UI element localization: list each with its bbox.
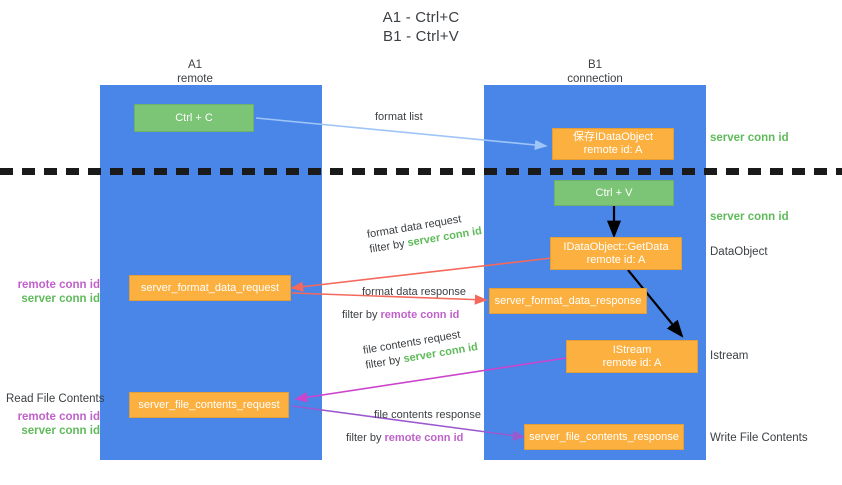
label-remote-conn-id-upper: remote conn id bbox=[17, 279, 100, 291]
lane-header-right: B1 connection bbox=[530, 58, 660, 86]
box-server-file-contents-request-label: server_file_contents_request bbox=[138, 398, 280, 411]
title-line-2: B1 - Ctrl+V bbox=[383, 28, 459, 45]
label-group-conn-id-lower: remote conn id server conn id bbox=[10, 410, 100, 438]
label-server-conn-id-top: server conn id bbox=[710, 132, 789, 144]
box-istream-line1: IStream bbox=[612, 343, 652, 356]
box-server-format-data-request-label: server_format_data_request bbox=[140, 281, 280, 294]
label-server-conn-id-upper: server conn id bbox=[21, 293, 100, 305]
box-getdata-line1: IDataObject::GetData bbox=[563, 240, 669, 253]
lane-left-name: A1 bbox=[187, 59, 203, 71]
box-server-file-contents-response[interactable]: server_file_contents_response bbox=[524, 424, 684, 450]
title-line-1: A1 - Ctrl+C bbox=[382, 9, 460, 26]
caption-format-data-response-line2: filter by remote conn id bbox=[342, 308, 466, 323]
lane-header-left: A1 remote bbox=[130, 58, 260, 86]
phase-divider bbox=[0, 168, 842, 175]
caption-format-list: format list bbox=[375, 110, 423, 125]
box-save-dataobject-line2: remote id: A bbox=[583, 144, 643, 156]
caption-format-data-response-id: remote conn id bbox=[380, 309, 460, 321]
box-save-dataobject-line1: 保存IDataObject bbox=[572, 131, 654, 143]
caption-format-data-response-prefix: filter by bbox=[342, 309, 381, 321]
caption-file-contents-response-id: remote conn id bbox=[384, 432, 464, 444]
box-server-file-contents-response-label: server_file_contents_response bbox=[529, 430, 679, 443]
lane-right-name: B1 bbox=[587, 59, 603, 71]
box-server-format-data-response-label: server_format_data_response bbox=[494, 294, 642, 307]
box-server-file-contents-request[interactable]: server_file_contents_request bbox=[129, 392, 289, 418]
label-group-conn-id-upper: remote conn id server conn id bbox=[10, 278, 100, 306]
caption-file-contents-request: file contents request filter by server c… bbox=[362, 325, 479, 373]
caption-format-data-response-line1: format data response bbox=[362, 286, 466, 298]
caption-format-list-text: format list bbox=[375, 111, 423, 123]
box-ctrl-c-label: Ctrl + C bbox=[175, 111, 213, 124]
box-ctrl-v[interactable]: Ctrl + V bbox=[554, 180, 674, 206]
caption-file-contents-response-prefix: filter by bbox=[346, 432, 385, 444]
label-read-file-contents: Read File Contents bbox=[6, 393, 105, 405]
label-remote-conn-id-lower: remote conn id bbox=[17, 411, 100, 423]
lane-right-role: connection bbox=[567, 73, 623, 85]
box-istream[interactable]: IStream remote id: A bbox=[566, 340, 698, 373]
caption-format-data-request: format data request filter by server con… bbox=[366, 209, 483, 257]
label-istream: Istream bbox=[710, 350, 749, 362]
label-server-conn-id-mid: server conn id bbox=[710, 211, 789, 223]
label-server-conn-id-lower: server conn id bbox=[21, 425, 100, 437]
label-dataobject: DataObject bbox=[710, 246, 768, 258]
box-getdata[interactable]: IDataObject::GetData remote id: A bbox=[550, 237, 682, 270]
box-getdata-line2: remote id: A bbox=[586, 253, 646, 266]
box-server-format-data-response[interactable]: server_format_data_response bbox=[489, 288, 647, 314]
box-istream-line2: remote id: A bbox=[602, 356, 662, 369]
box-save-dataobject[interactable]: 保存IDataObject remote id: A bbox=[552, 128, 674, 160]
diagram-title: A1 - Ctrl+C B1 - Ctrl+V bbox=[0, 8, 842, 46]
caption-format-data-response: format data response filter by remote co… bbox=[342, 285, 466, 323]
box-ctrl-c[interactable]: Ctrl + C bbox=[134, 104, 254, 132]
lane-left-role: remote bbox=[177, 73, 213, 85]
label-write-file-contents: Write File Contents bbox=[710, 432, 808, 444]
caption-file-contents-response: file contents response filter by remote … bbox=[346, 408, 482, 446]
caption-file-contents-response-line1: file contents response bbox=[374, 409, 482, 421]
caption-file-contents-response-line2: filter by remote conn id bbox=[346, 431, 481, 446]
box-ctrl-v-label: Ctrl + V bbox=[595, 186, 633, 199]
box-server-format-data-request[interactable]: server_format_data_request bbox=[129, 275, 291, 301]
